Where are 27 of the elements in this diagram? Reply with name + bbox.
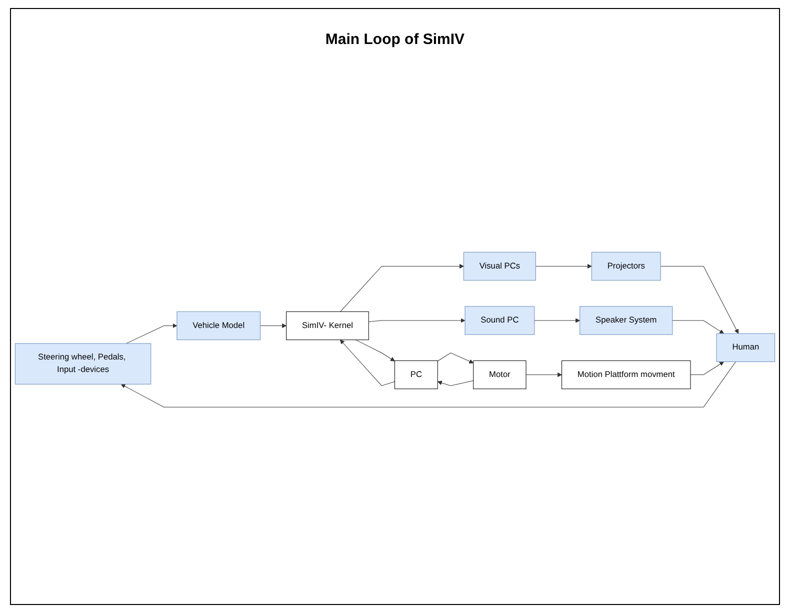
node-box: Speaker System <box>580 306 673 336</box>
node-box: PC <box>394 360 438 390</box>
arrow <box>437 380 474 386</box>
node-box: Vehicle Model <box>176 312 260 340</box>
arrow <box>672 320 724 334</box>
arrow <box>126 324 178 344</box>
diagram-title: Main Loop of SimIV <box>325 31 465 48</box>
arrow <box>534 318 580 324</box>
node-box: Sound PC <box>464 306 535 336</box>
node-box: Human <box>716 334 776 362</box>
node-box: SimIV- Kernel <box>286 312 369 340</box>
arrow <box>260 324 286 328</box>
arrow <box>437 352 474 364</box>
arrow <box>535 264 592 269</box>
arrow <box>690 362 724 376</box>
node-box: Visual PCs <box>463 252 536 281</box>
arrow <box>340 340 395 386</box>
arrow <box>340 264 464 312</box>
arrow <box>660 266 739 334</box>
node-box: Motion Plattform movment <box>562 360 691 390</box>
node-box: Steering wheel, Pedals, Input -devices <box>14 344 152 385</box>
arrow <box>355 340 395 362</box>
arrow <box>368 318 466 324</box>
arrow <box>526 372 562 378</box>
arrow <box>120 362 736 408</box>
node-box: Projectors <box>591 252 661 281</box>
node-box: Motor <box>473 360 526 390</box>
